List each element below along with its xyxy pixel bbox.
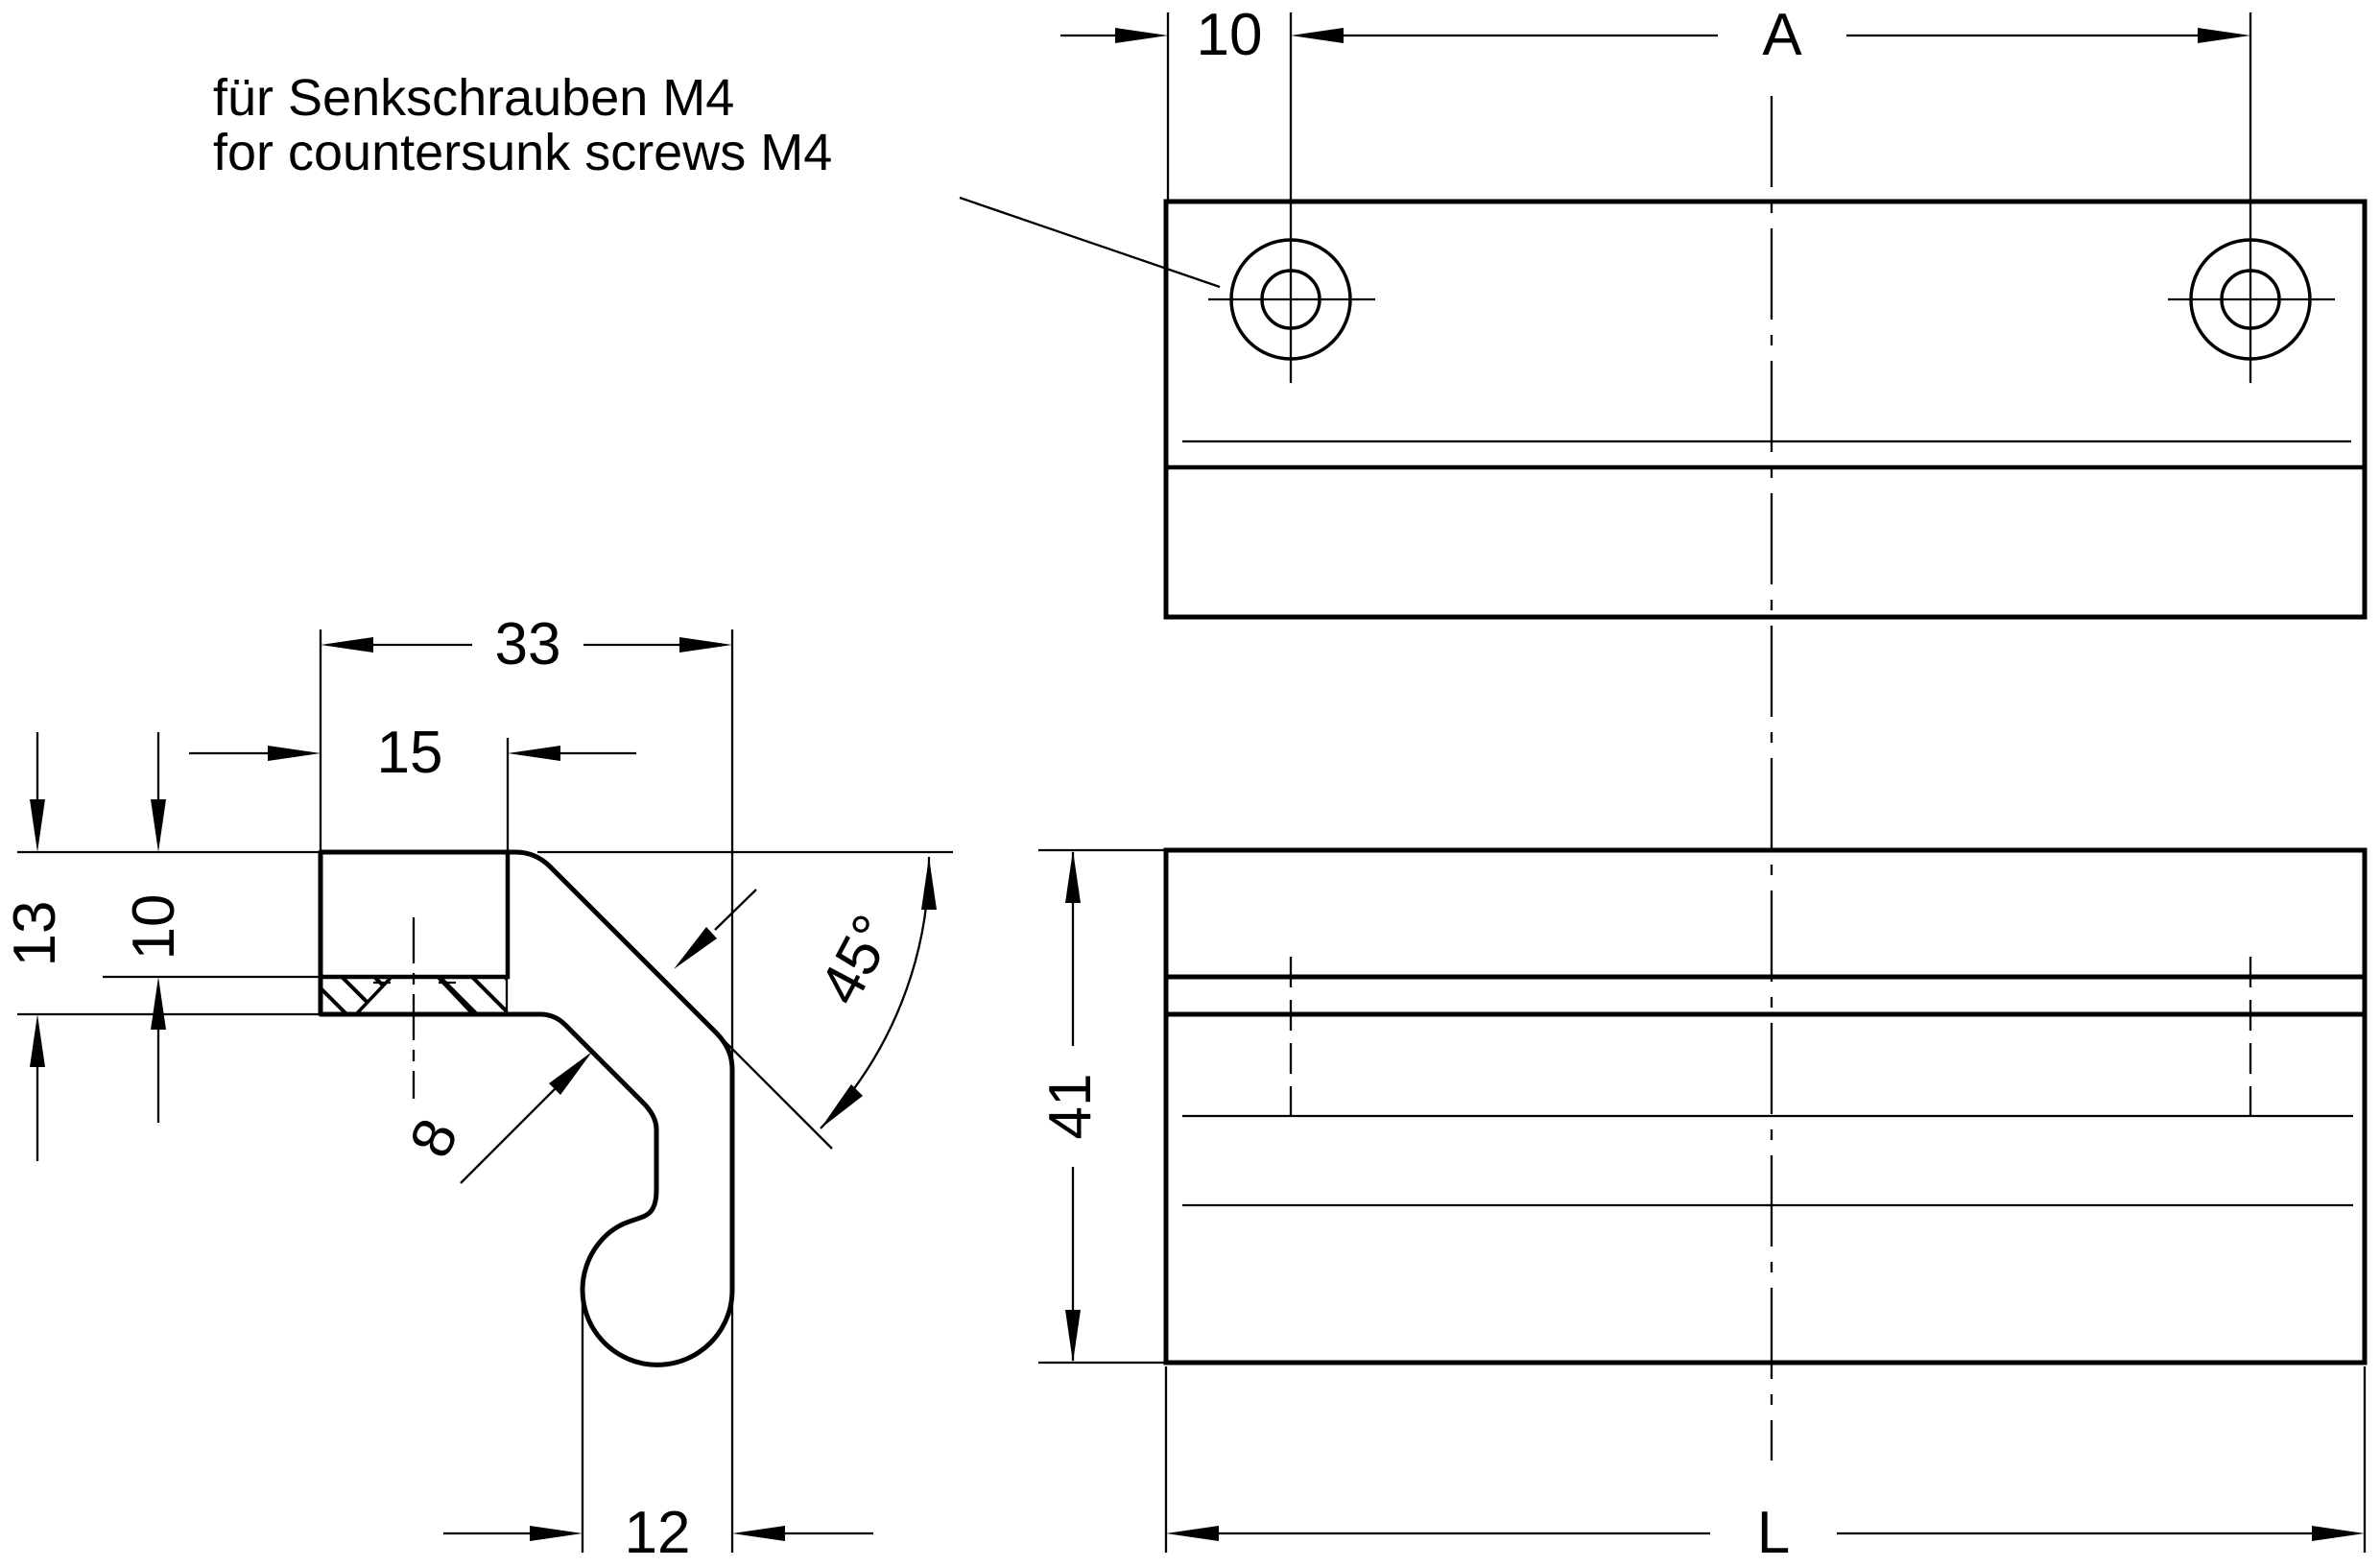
top-view-outline xyxy=(1163,199,2368,620)
dim15-arrowhead-right xyxy=(508,746,560,761)
annotation-block: für Senkschrauben M4 for countersunk scr… xyxy=(213,69,1221,289)
dim-front-height: 41 xyxy=(1037,848,1164,1365)
dim41-arrowhead-bottom xyxy=(1065,1310,1081,1363)
annotation-english: for countersunk screws M4 xyxy=(213,124,832,181)
dim-edge-to-hole-label: 10 xyxy=(1197,2,1263,68)
dim8-leader-arrowhead xyxy=(549,1052,592,1095)
dim-slot-depth: 10 xyxy=(121,732,187,1123)
dim-chamfer-angle: 45° xyxy=(674,856,937,1150)
dim13-arrowhead-bottom xyxy=(30,1014,45,1067)
dim33-arrowhead-left xyxy=(321,637,373,653)
dim10-arrowhead xyxy=(1115,28,1168,43)
dim-edge-to-hole-and-spacing: 10 A xyxy=(1060,2,2250,202)
dim-chamfer-angle-label: 45° xyxy=(807,905,908,1015)
dim-profile-depth-label: 33 xyxy=(495,611,561,677)
angle-arrowhead-top xyxy=(921,857,937,910)
countersink-edge-left xyxy=(355,976,393,1015)
dim-front-height-label: 41 xyxy=(1037,1074,1104,1140)
dimA-arrowhead-right xyxy=(2198,28,2250,43)
dim12-arrowhead-left xyxy=(530,1526,583,1541)
profile-outline xyxy=(318,849,735,1367)
countersink-edge-right xyxy=(437,976,474,1015)
dim10p-arrowhead-bottom xyxy=(151,977,166,1030)
dimL-arrowhead-left xyxy=(1166,1526,1219,1541)
annotation-leader-line xyxy=(959,196,1221,289)
dim-hook-width-label: 12 xyxy=(625,1500,691,1566)
dim-length-label: L xyxy=(1757,1500,1790,1566)
chamfer-extension-line xyxy=(706,1023,833,1150)
angle-arrowhead-bottom xyxy=(821,1084,863,1128)
dim-overall-height-label: 13 xyxy=(2,901,68,967)
dimL-arrowhead-right xyxy=(2312,1526,2365,1541)
dim-length: L xyxy=(1164,1366,2367,1566)
dim-slot-width-label: 15 xyxy=(377,720,443,786)
front-view xyxy=(1163,847,2368,1365)
dim-slot-depth-label: 10 xyxy=(121,894,187,961)
chamfer-leader-tail xyxy=(714,889,757,931)
dim-slot-width: 15 xyxy=(189,720,636,854)
dim-hook-clearance-label: 8 xyxy=(397,1109,471,1167)
dim12-arrowhead-right xyxy=(732,1526,785,1541)
annotation-german: für Senkschrauben M4 xyxy=(213,69,734,127)
dim10p-arrowhead-top xyxy=(151,799,166,852)
dim33-arrowhead-right xyxy=(679,637,732,653)
dim-hole-spacing-label: A xyxy=(1762,2,1802,68)
front-view-outline xyxy=(1163,847,2368,1365)
hole-right xyxy=(2168,12,2335,383)
dim-overall-height: 13 xyxy=(2,732,68,1161)
dim41-arrowhead-top xyxy=(1065,850,1081,903)
profile-section-view: 33 15 13 10 xyxy=(2,611,953,1566)
dim-hook-width: 12 xyxy=(443,1295,873,1566)
hole-left xyxy=(1208,12,1375,383)
section-hatching xyxy=(322,979,507,1012)
dim-hook-clearance: 8 xyxy=(397,1052,592,1184)
dim8-leader-tail xyxy=(460,1083,560,1184)
dim13-arrowhead-top xyxy=(30,799,45,852)
dimA-arrowhead-left xyxy=(1291,28,1344,43)
dim15-arrowhead-left xyxy=(268,746,321,761)
dim-profile-depth: 33 xyxy=(319,611,734,1065)
top-view: 10 A xyxy=(1060,2,2368,620)
chamfer-leader-arrowhead xyxy=(674,927,717,969)
